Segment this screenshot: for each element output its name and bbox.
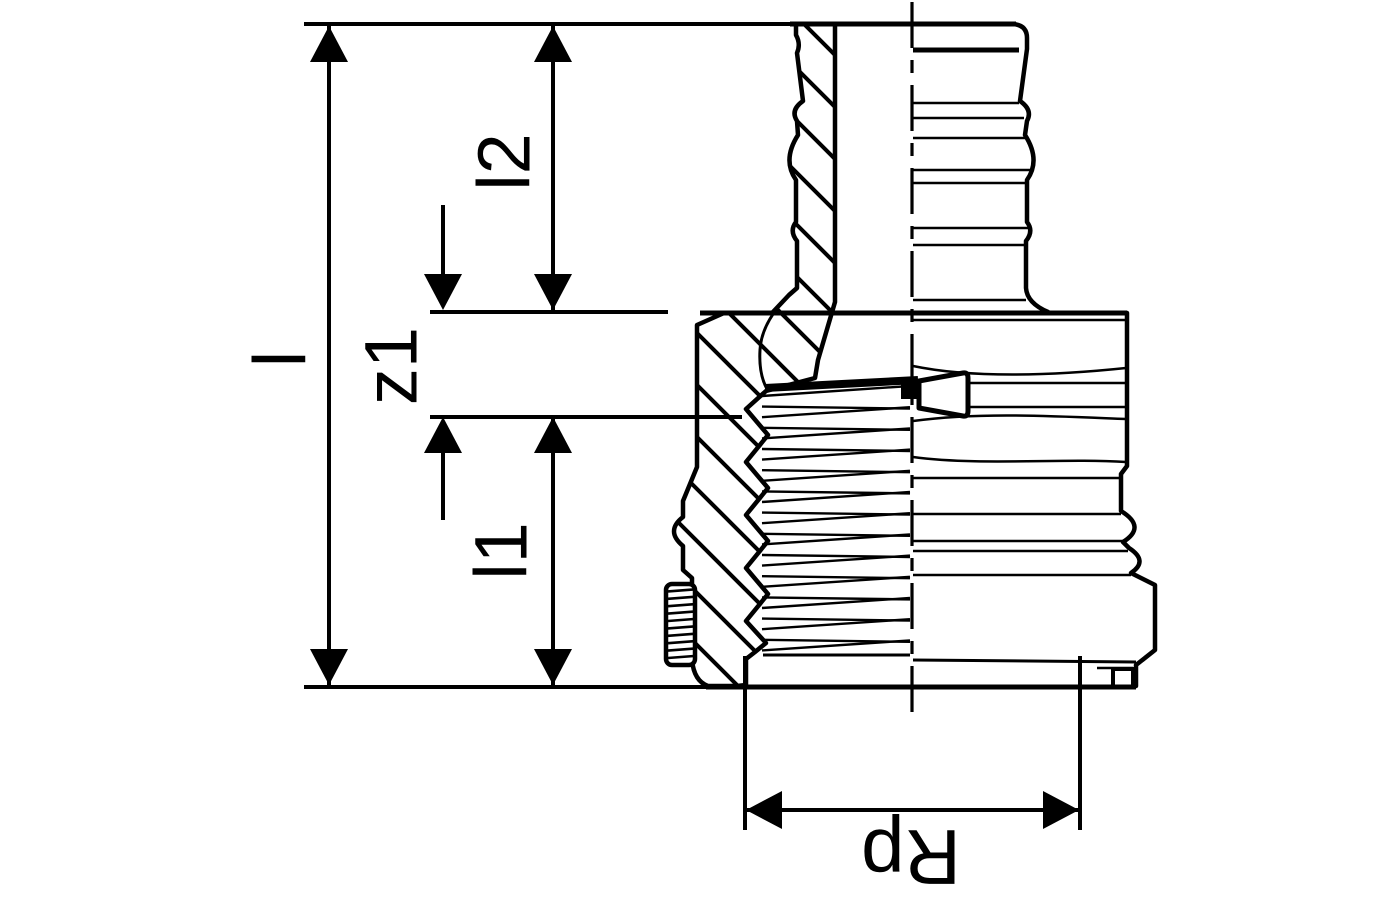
knurl-lines xyxy=(667,588,695,660)
knurl-grip xyxy=(663,581,698,668)
dimension-l1: l1 xyxy=(460,417,572,685)
seal-seat-band xyxy=(764,376,919,392)
seal-cone-lines xyxy=(968,381,1126,409)
arrow-down-icon xyxy=(534,274,572,310)
dimension-rp-label: Rp xyxy=(861,813,961,900)
dimension-l1-label: l1 xyxy=(460,522,543,580)
body-surface-lines xyxy=(912,364,1131,577)
arrow-up-icon xyxy=(534,417,572,453)
bottom-chamfer-line xyxy=(912,658,1137,664)
thread-texture-lines xyxy=(761,384,911,652)
arrow-left-icon xyxy=(746,791,782,829)
seal-section-fill xyxy=(901,382,917,399)
fitting-part xyxy=(663,2,1158,712)
section-hatched-wall xyxy=(671,21,838,689)
spigot-barb-profile xyxy=(1010,21,1051,315)
dimension-z1-label: z1 xyxy=(350,327,433,405)
arrow-up-icon xyxy=(310,26,348,62)
arrow-down-icon xyxy=(424,274,462,310)
bottom-tab-notch xyxy=(1111,667,1135,685)
dimension-l: l xyxy=(239,26,348,685)
dimension-z1: z1 xyxy=(350,205,462,520)
arrow-down-icon xyxy=(310,649,348,685)
dimension-rp: Rp xyxy=(743,656,1082,900)
arrow-down-icon xyxy=(534,649,572,685)
arrow-right-icon xyxy=(1043,791,1079,829)
dimension-l2: l2 xyxy=(463,26,572,310)
seal-cone xyxy=(916,370,971,419)
barb-ring-lines xyxy=(913,101,1032,302)
dimensioning: l l2 z1 l1 xyxy=(239,22,1082,900)
arrow-up-icon xyxy=(424,417,462,453)
body-right-profile xyxy=(1118,310,1158,689)
neck-fillet-line xyxy=(758,293,791,390)
dimension-l2-label: l2 xyxy=(463,133,546,191)
dimension-l-label: l xyxy=(239,351,322,367)
arrow-up-icon xyxy=(534,26,572,62)
